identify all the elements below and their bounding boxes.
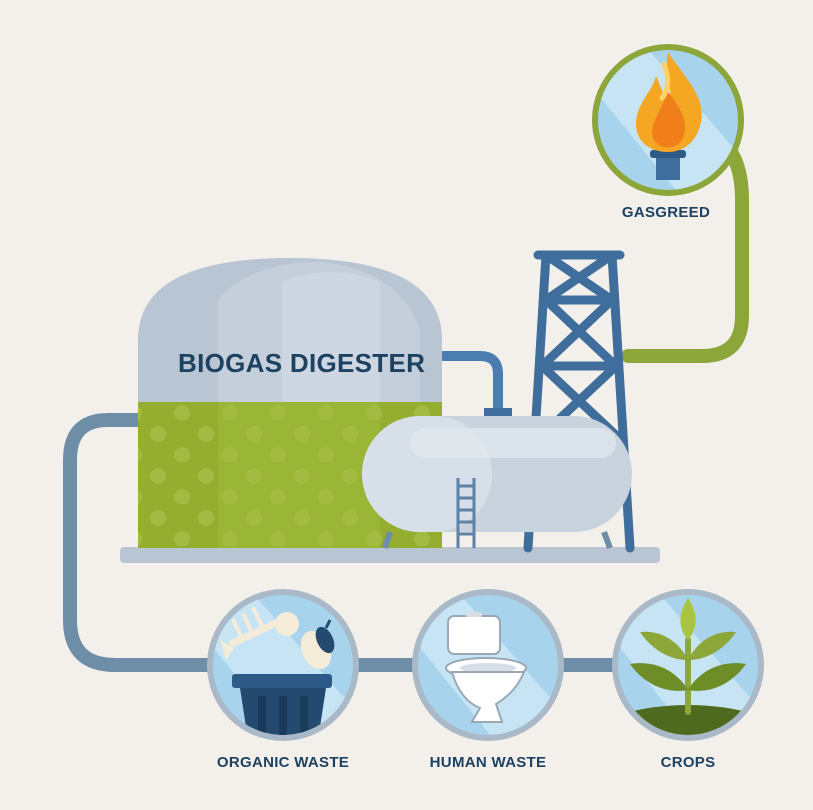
ground-base — [120, 547, 660, 563]
human-waste-node — [412, 589, 564, 741]
flame-icon — [636, 52, 702, 180]
digester-connection-pipe — [442, 351, 503, 412]
crops-label: CROPS — [660, 754, 716, 771]
gas-output-label: GASGREED — [621, 204, 711, 221]
gas-node — [592, 44, 744, 196]
fish-bone-icon — [220, 606, 299, 660]
apple-core-icon — [300, 619, 335, 670]
tank-ladder — [456, 478, 476, 548]
digester-label: BIOGAS DIGESTER — [178, 348, 426, 378]
plant-sprout-icon — [630, 598, 746, 715]
toilet-icon — [445, 612, 527, 723]
organic-waste-node — [207, 589, 359, 741]
human-waste-label: HUMAN WASTE — [429, 754, 547, 771]
feedstock-pipe — [63, 413, 627, 672]
trash-bin-icon — [232, 674, 332, 735]
crops-node — [612, 589, 764, 741]
storage-tank — [362, 416, 632, 550]
organic-waste-label: ORGANIC WASTE — [216, 754, 350, 771]
